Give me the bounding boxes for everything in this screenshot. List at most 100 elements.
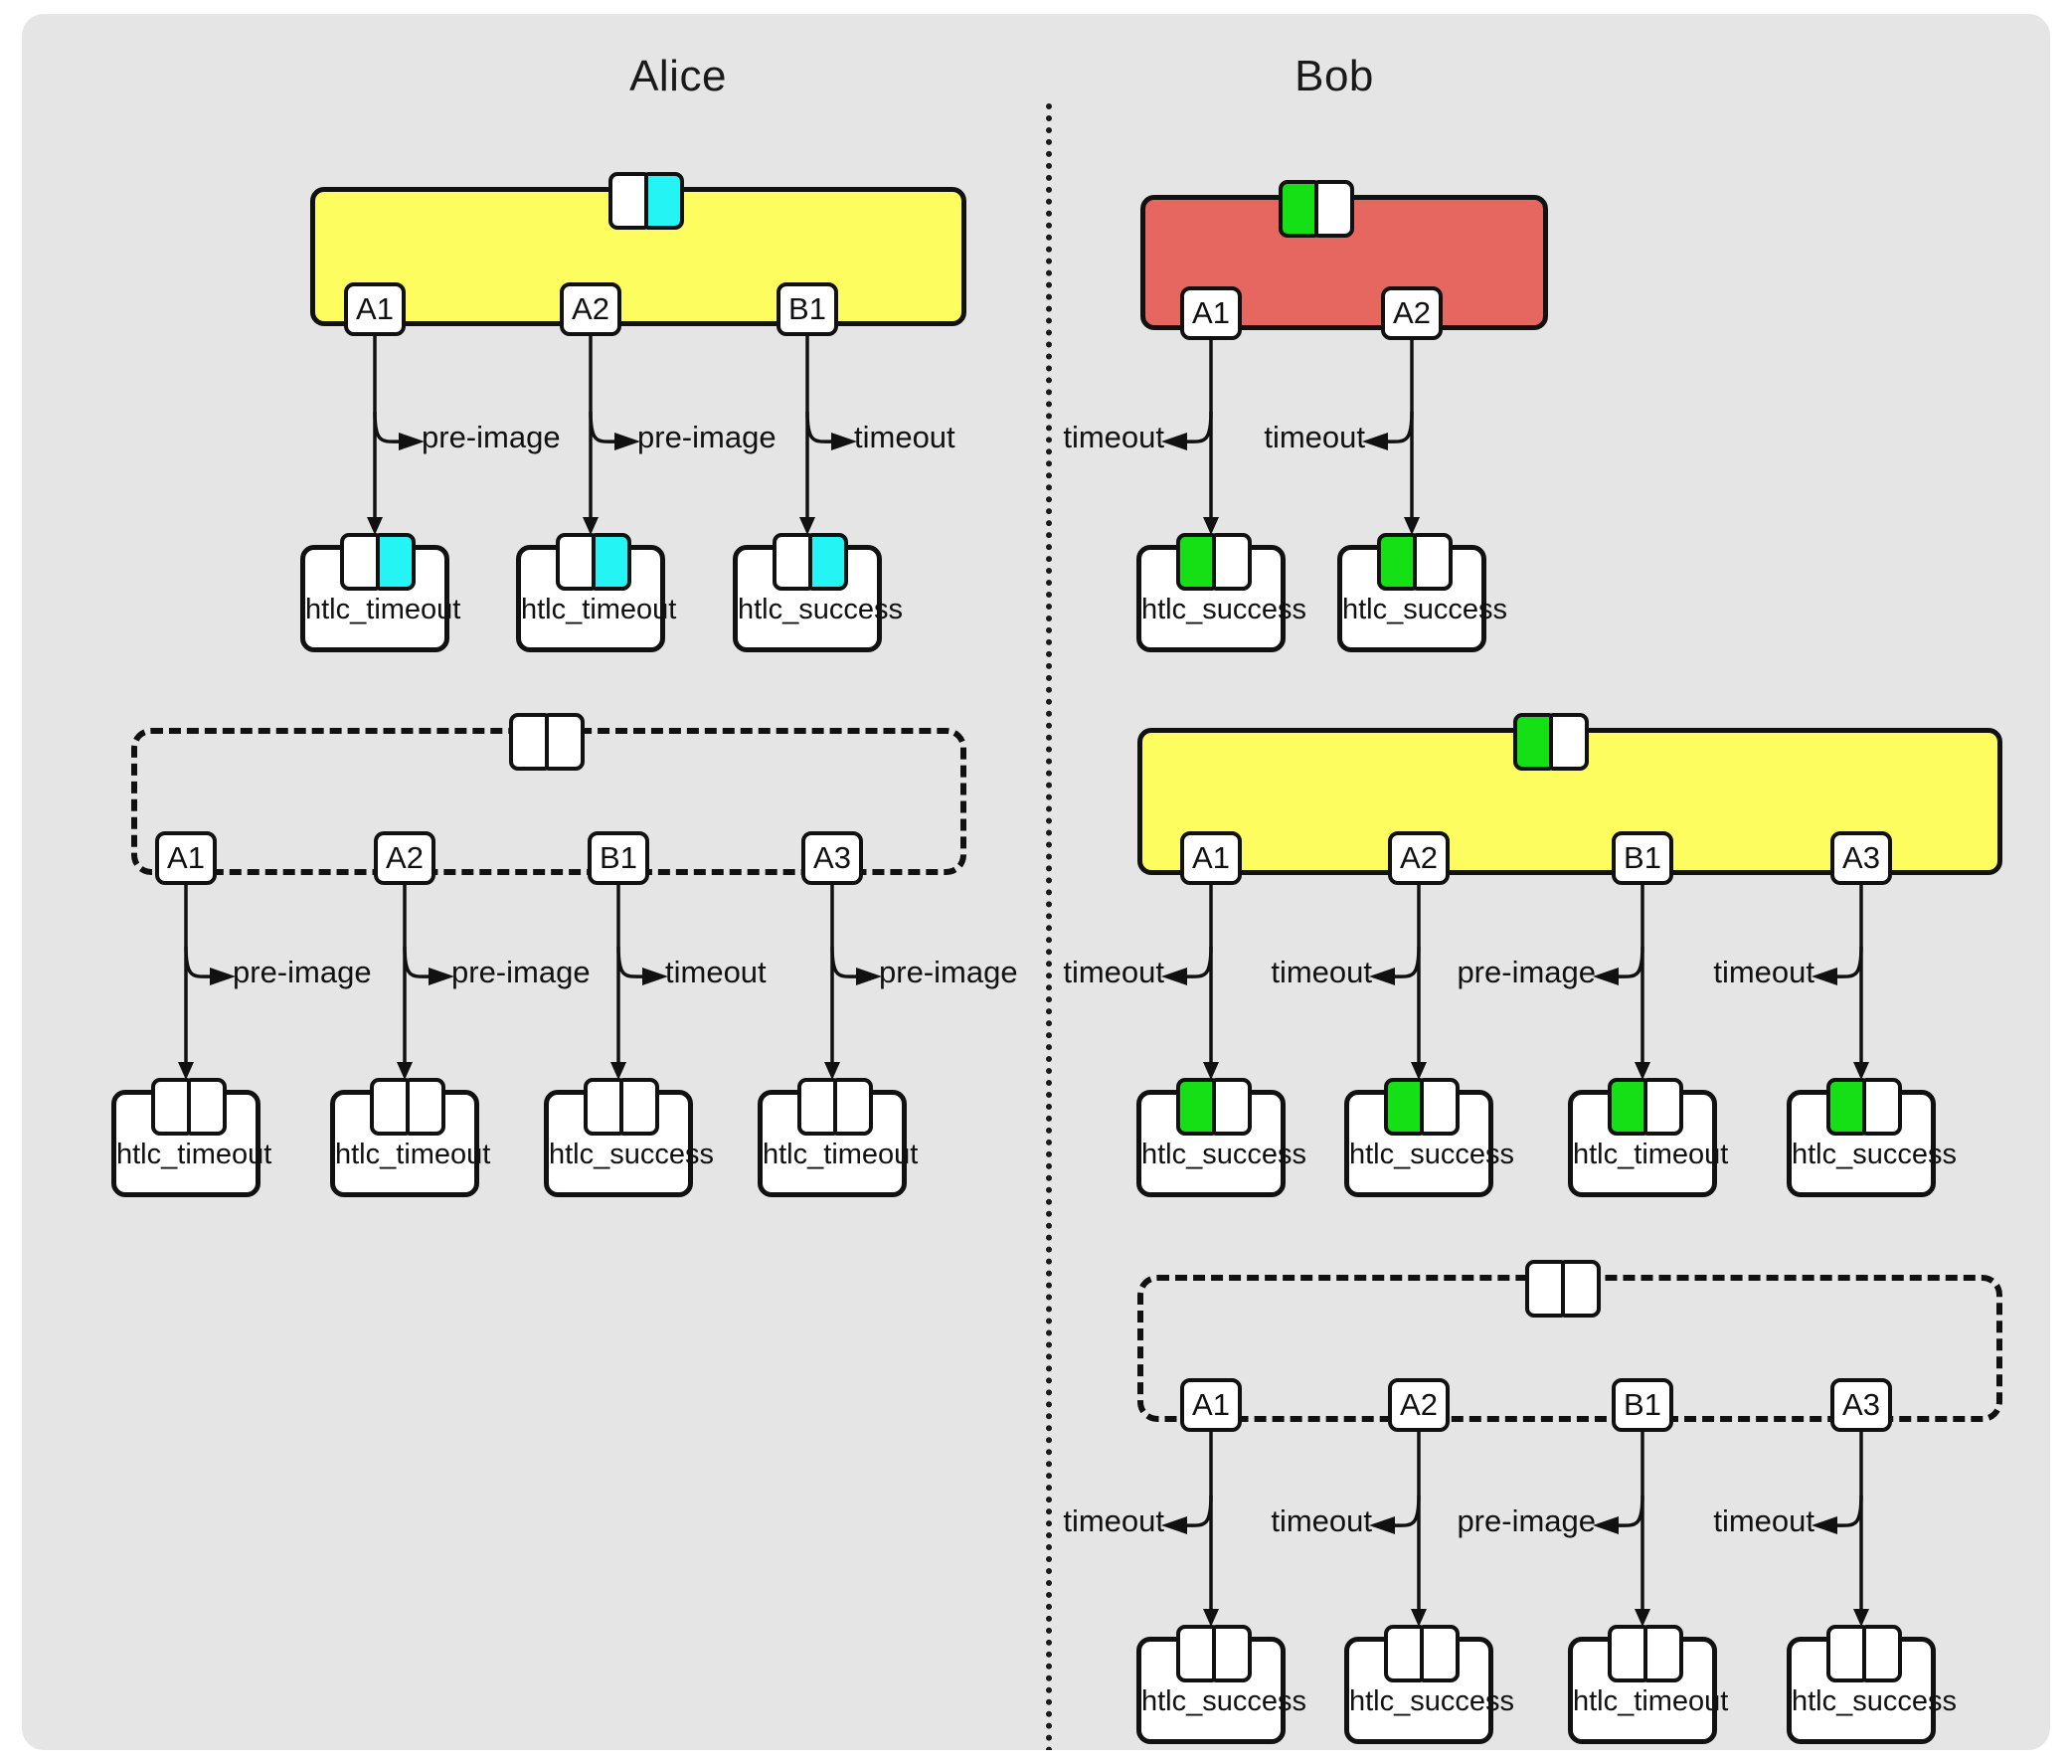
output-tag-a3[interactable]: A3 (1830, 1378, 1892, 1432)
state-square-white (1212, 533, 1252, 591)
output-tag-a2[interactable]: A2 (1381, 286, 1443, 340)
state-square-white (1420, 1625, 1460, 1682)
state-square-green (1279, 180, 1318, 238)
htlc-label: htlc_success (738, 594, 904, 625)
output-tag-b1[interactable]: B1 (588, 831, 649, 885)
state-square-cyan (808, 533, 848, 591)
state-square-green (1513, 713, 1553, 771)
tx-state-squares (556, 533, 631, 591)
edge-label-timeout: timeout (854, 420, 955, 454)
htlc-label: htlc_success (549, 1139, 715, 1170)
state-square-green (1608, 1078, 1647, 1136)
column-title-alice: Alice (629, 52, 727, 100)
htlc-box-htlc-success[interactable]: htlc_success (1337, 533, 1508, 652)
tx-state-squares (773, 533, 848, 591)
output-tag-a2[interactable]: A2 (1388, 831, 1450, 885)
edge-label-preimage: pre-image (879, 955, 1018, 989)
output-tag-a1[interactable]: A1 (1180, 1378, 1242, 1432)
tx-state-squares (509, 713, 585, 771)
output-tag-a1[interactable]: A1 (155, 831, 217, 885)
state-square-white (1314, 180, 1354, 238)
htlc-label: htlc_success (1141, 1685, 1307, 1717)
htlc-label: htlc_success (1792, 1139, 1958, 1170)
tx-state-squares (1384, 1078, 1460, 1136)
state-square-white (1413, 533, 1453, 591)
edge-label-timeout: timeout (1713, 1503, 1814, 1538)
htlc-box-htlc-success[interactable]: htlc_success (1344, 1078, 1515, 1197)
edge-label-timeout: timeout (1271, 955, 1372, 989)
tx-state-squares (584, 1078, 659, 1136)
tx-state-squares (1176, 533, 1252, 591)
htlc-box-htlc-success[interactable]: htlc_success (1787, 1625, 1957, 1744)
state-square-white (1608, 1625, 1647, 1682)
output-tag-a2[interactable]: A2 (374, 831, 435, 885)
state-square-white (1525, 1260, 1565, 1318)
edge-label-preimage: pre-image (233, 955, 372, 989)
htlc-label: htlc_timeout (335, 1139, 491, 1170)
htlc-label: htlc_timeout (305, 594, 461, 625)
edge-label-timeout: timeout (665, 955, 767, 989)
state-square-white (1862, 1078, 1902, 1136)
htlc-box-htlc-timeout[interactable]: htlc_timeout (758, 1078, 918, 1197)
tx-state-squares (1608, 1078, 1683, 1136)
state-square-white (556, 533, 596, 591)
state-square-white (608, 172, 648, 230)
state-square-white (340, 533, 380, 591)
edge-label-timeout: timeout (1713, 955, 1814, 989)
edge-label-preimage: pre-image (1457, 955, 1596, 989)
output-tag-a1[interactable]: A1 (1180, 286, 1242, 340)
htlc-box-htlc-success[interactable]: htlc_success (1787, 1078, 1958, 1197)
state-square-white (1212, 1625, 1252, 1682)
output-tag-a1[interactable]: A1 (344, 282, 406, 336)
state-square-white (1176, 1625, 1216, 1682)
output-tag-a3[interactable]: A3 (801, 831, 863, 885)
state-square-white (1643, 1078, 1683, 1136)
htlc-label: htlc_timeout (1573, 1139, 1729, 1170)
state-square-green (1377, 533, 1417, 591)
htlc-box-htlc-timeout[interactable]: htlc_timeout (330, 1078, 491, 1197)
htlc-label: htlc_success (1141, 1139, 1307, 1170)
edge-label-preimage: pre-image (1457, 1503, 1596, 1538)
htlc-box-htlc-success[interactable]: htlc_success (1136, 533, 1307, 652)
output-tag-b1[interactable]: B1 (1612, 831, 1673, 885)
htlc-box-htlc-timeout[interactable]: htlc_timeout (1568, 1625, 1728, 1744)
tx-state-squares (1513, 713, 1589, 771)
htlc-box-htlc-success[interactable]: htlc_success (1136, 1625, 1307, 1744)
state-square-white (406, 1078, 445, 1136)
edge-label-preimage: pre-image (422, 420, 561, 454)
htlc-box-htlc-timeout[interactable]: htlc_timeout (516, 533, 676, 652)
tx-state-squares (1279, 180, 1354, 238)
tx-state-squares (370, 1078, 445, 1136)
edge-label-timeout: timeout (1063, 420, 1164, 454)
output-tag-a2[interactable]: A2 (560, 282, 621, 336)
htlc-label: htlc_success (1349, 1139, 1515, 1170)
htlc-box-htlc-success[interactable]: htlc_success (733, 533, 904, 652)
edge-label-timeout: timeout (1264, 420, 1365, 454)
htlc-box-htlc-timeout[interactable]: htlc_timeout (111, 1078, 272, 1197)
edge-label-timeout: timeout (1063, 955, 1164, 989)
htlc-box-htlc-timeout[interactable]: htlc_timeout (1568, 1078, 1729, 1197)
htlc-box-htlc-timeout[interactable]: htlc_timeout (300, 533, 461, 652)
htlc-label: htlc_success (1342, 594, 1508, 625)
state-square-white (1384, 1625, 1424, 1682)
output-tag-a2[interactable]: A2 (1388, 1378, 1450, 1432)
tx-state-squares (340, 533, 416, 591)
state-square-white (370, 1078, 410, 1136)
output-tag-a1[interactable]: A1 (1180, 831, 1242, 885)
htlc-box-htlc-success[interactable]: htlc_success (1344, 1625, 1514, 1744)
edge-label-timeout: timeout (1271, 1503, 1372, 1538)
tx-state-squares (797, 1078, 873, 1136)
tx-state-squares (1826, 1078, 1902, 1136)
htlc-label: htlc_success (1141, 594, 1307, 625)
htlc-label: htlc_timeout (116, 1139, 272, 1170)
state-square-white (619, 1078, 659, 1136)
htlc-box-htlc-success[interactable]: htlc_success (544, 1078, 715, 1197)
state-square-cyan (376, 533, 416, 591)
tx-state-squares (1525, 1260, 1601, 1318)
output-tag-b1[interactable]: B1 (1612, 1378, 1673, 1432)
tx-state-squares (1826, 1625, 1902, 1682)
htlc-box-htlc-success[interactable]: htlc_success (1136, 1078, 1307, 1197)
output-tag-b1[interactable]: B1 (777, 282, 838, 336)
output-tag-a3[interactable]: A3 (1830, 831, 1892, 885)
state-square-cyan (644, 172, 684, 230)
